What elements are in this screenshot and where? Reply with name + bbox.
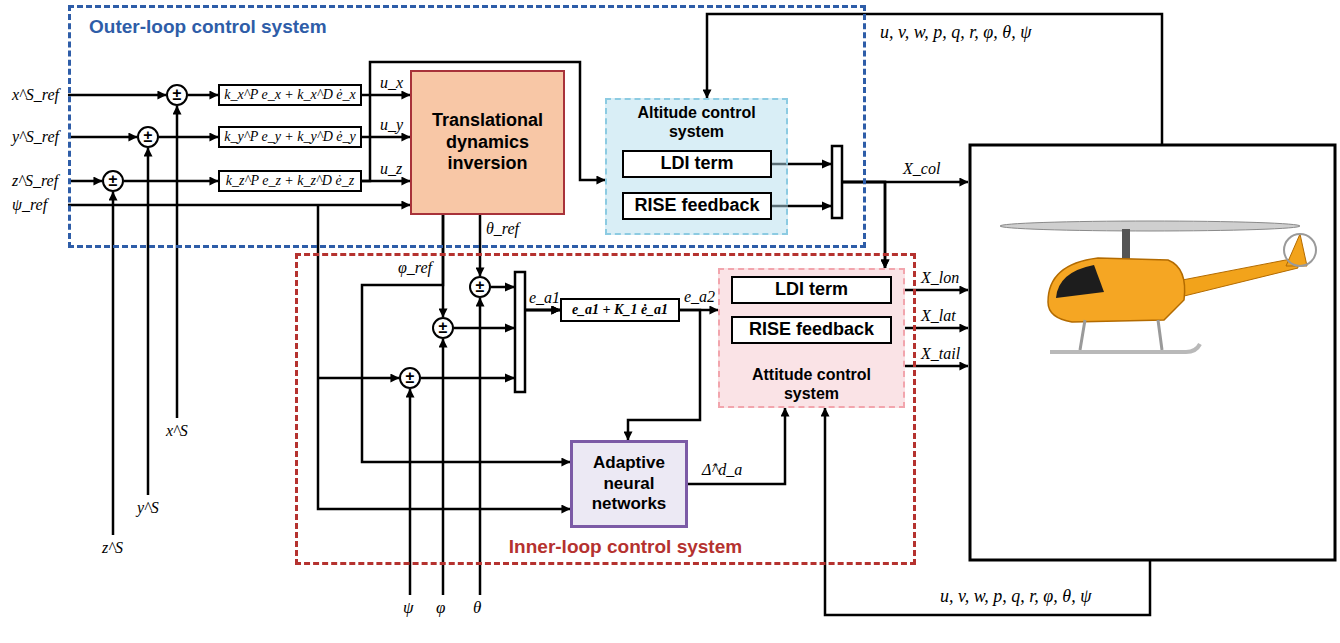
signal-label: θ [473, 598, 481, 618]
term-box: RISE feedback [622, 192, 772, 220]
feedback-wire [479, 298, 482, 595]
block-label: Attitude control system [724, 365, 899, 403]
summing-junction: ± [432, 317, 454, 339]
signal-label: φ [436, 598, 445, 618]
signal-arrow [124, 180, 218, 183]
signal-arrow [688, 408, 785, 484]
signal-label: z^S [102, 538, 123, 558]
signal-label: Δ̂^d_a [702, 460, 742, 480]
tail-boom [1172, 258, 1298, 298]
signal-label: X_lon [921, 268, 959, 288]
signal-label: X_tail [921, 344, 960, 364]
feedback-wire [176, 106, 179, 418]
controller-region: Altitude control systemLDI termRISE feed… [605, 98, 788, 235]
signal-label: e_a2 [684, 287, 715, 307]
feedback-wire [442, 339, 445, 595]
block-label: LDI term [660, 153, 733, 175]
block-label: ± [439, 320, 448, 336]
block-label: Translational dynamics inversion [418, 110, 557, 175]
controller-region: Attitude control system LDI termRISE feed… [718, 268, 905, 408]
block-label: Altitude control system [611, 103, 782, 141]
arrowhead [505, 374, 515, 383]
signal-label: y^S [137, 498, 159, 518]
skid-strut [1080, 320, 1162, 350]
landing-skid [1050, 344, 1200, 352]
feedback-wire [112, 192, 115, 535]
arrowhead [505, 324, 515, 333]
block-label: Outer-loop control system [89, 16, 327, 39]
term-box: RISE feedback [731, 316, 892, 344]
block-label: RISE feedback [749, 319, 874, 341]
fuselage [1048, 258, 1185, 322]
summing-junction: ± [399, 367, 421, 389]
term-box: LDI term [622, 150, 772, 178]
reference-wire [68, 136, 137, 139]
signal-label: θ_ref [486, 219, 519, 239]
neural-network-block: Adaptive neural networks [570, 440, 688, 528]
gain-box: k_x^P e_x + k_x^D ė_x [218, 84, 362, 106]
signal-label: ψ_ref [12, 195, 47, 215]
tail-rotor [1284, 234, 1316, 266]
signal-label: e_a1 [529, 288, 560, 308]
block-label: ± [144, 129, 153, 145]
main-rotor [1000, 221, 1300, 231]
signal-label: u_z [380, 159, 402, 179]
signal-label: x^S_ref [12, 85, 59, 105]
filter-box: e_a1 + K_1 ė_a1 [560, 298, 680, 322]
inner-loop-region: Inner-loop control system ± ± ± e_a1 + K_1 ė… [295, 253, 916, 565]
signal-label: x^S [166, 421, 188, 441]
block-label: e_a1 + K_1 ė_a1 [572, 302, 668, 319]
reference-wire [68, 94, 166, 97]
block-label: Inner-loop control system [509, 536, 742, 559]
reference-wire [318, 377, 399, 380]
signal-label: ψ [403, 598, 414, 618]
summing-junction: ± [469, 276, 491, 298]
block-label: k_z^P e_z + k_z^D ė_z [226, 173, 354, 190]
summing-junction: ± [102, 170, 124, 192]
arrowhead [822, 160, 832, 169]
reference-wire [68, 180, 102, 183]
block-label: RISE feedback [634, 195, 759, 217]
signal-label: z^S_ref [12, 171, 58, 191]
signal-label: φ_ref [398, 258, 432, 278]
canopy [1056, 265, 1104, 298]
signal-label: X_col [903, 159, 940, 179]
feedback-wire [147, 148, 150, 495]
arrowhead [822, 202, 832, 211]
signal-label: u_y [380, 115, 403, 135]
block-label: k_y^P e_y + k_y^D ė_y [224, 129, 355, 146]
block-label: ± [173, 87, 182, 103]
outer-loop-region: Outer-loop control system ± ± ± k_x^P e_x + … [68, 5, 866, 248]
term-box: LDI term [731, 276, 892, 304]
reference-wire [68, 204, 410, 207]
rotor-mast [1122, 229, 1130, 261]
block-label: k_x^P e_x + k_x^D ė_x [224, 87, 355, 104]
block-label: Adaptive neural networks [577, 453, 681, 514]
signal-arrow [628, 310, 700, 440]
signal-label: u_x [380, 73, 403, 93]
signal-label: u, v, w, p, q, r, φ, θ, ψ [880, 22, 1031, 42]
mux-bar [832, 146, 842, 218]
signal-label: u, v, w, p, q, r, φ, θ, ψ [940, 586, 1091, 606]
summing-junction: ± [166, 84, 188, 106]
inversion-block: Translational dynamics inversion [410, 70, 565, 215]
block-label: LDI term [775, 279, 848, 301]
control-wire [842, 181, 968, 184]
plant-box [970, 145, 1335, 560]
block-label: ± [406, 370, 415, 386]
gain-box: k_y^P e_y + k_y^D ė_y [218, 126, 362, 148]
signal-label: y^S_ref [12, 127, 59, 147]
block-label: ± [476, 279, 485, 295]
block-label: ± [109, 173, 118, 189]
gain-box: k_z^P e_z + k_z^D ė_z [218, 170, 362, 192]
mux-bar [515, 272, 525, 392]
signal-label: X_lat [921, 306, 956, 326]
signal-arrow [188, 94, 218, 97]
arrowhead [505, 283, 515, 292]
signal-arrow [159, 136, 218, 139]
summing-junction: ± [137, 126, 159, 148]
helicopter-illustration [1000, 221, 1316, 352]
